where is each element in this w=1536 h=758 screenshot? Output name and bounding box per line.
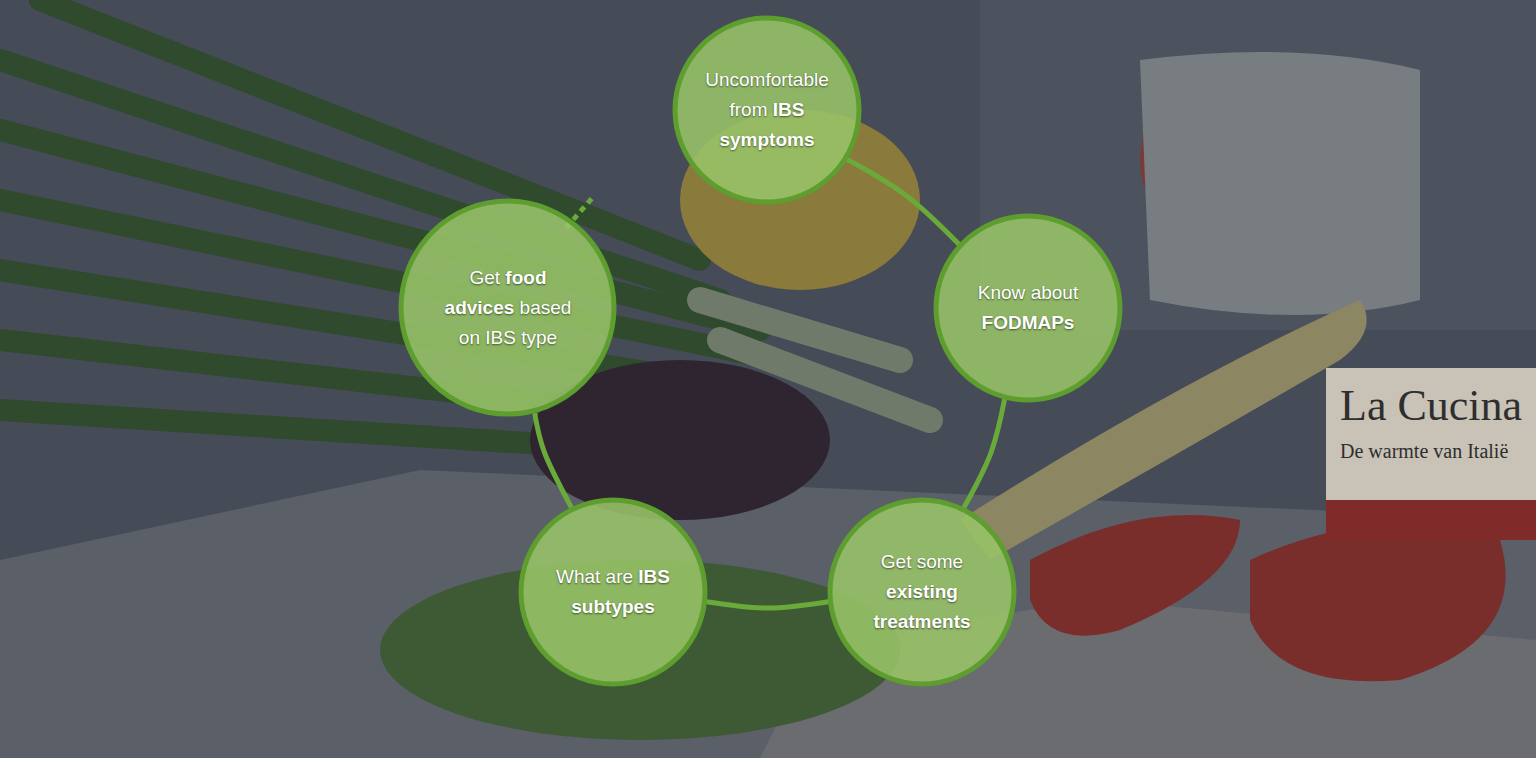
topic-text: Know about FODMAPs	[958, 278, 1098, 338]
red-pepper	[1030, 515, 1240, 636]
red-pepper	[1250, 524, 1506, 681]
topic-text: Uncomfortable from IBS symptoms	[697, 65, 837, 155]
white-jug	[1140, 52, 1420, 315]
circle-content: Get some existing treatments	[826, 496, 1018, 688]
circle-shape	[675, 18, 859, 202]
cookbook-red	[1326, 500, 1536, 540]
topic-circle: Uncomfortable from IBS symptoms	[671, 14, 863, 206]
topic-circle: What are IBS subtypes	[517, 496, 709, 688]
topic-circle: Know about FODMAPs	[932, 212, 1124, 404]
topic-circle: Get food advices based on IBS type	[397, 197, 618, 418]
circle-content: What are IBS subtypes	[517, 496, 709, 688]
topic-text: What are IBS subtypes	[543, 562, 683, 622]
cookbook	[1326, 368, 1536, 508]
wooden-table	[0, 470, 1536, 758]
circle-outline	[932, 212, 1124, 404]
ring-connector	[964, 399, 1005, 508]
circle-outline	[517, 496, 709, 688]
circle-shape	[521, 500, 705, 684]
ring-connector	[707, 602, 829, 608]
book-title: La Cucina	[1340, 380, 1522, 431]
circle-shape	[401, 201, 614, 414]
ring-connector	[535, 413, 572, 507]
circle-shape	[830, 500, 1014, 684]
book-title: De warmte van Italië	[1340, 440, 1508, 463]
ring-connector	[847, 159, 959, 244]
topic-text: Get some existing treatments	[852, 547, 992, 637]
topic-circle: Get some existing treatments	[826, 496, 1018, 688]
circle-content: Uncomfortable from IBS symptoms	[671, 14, 863, 206]
circle-shape	[936, 216, 1120, 400]
circle-content: Get food advices based on IBS type	[397, 197, 618, 418]
circle-content: Know about FODMAPs	[932, 212, 1124, 404]
topic-text: Get food advices based on IBS type	[438, 263, 578, 353]
